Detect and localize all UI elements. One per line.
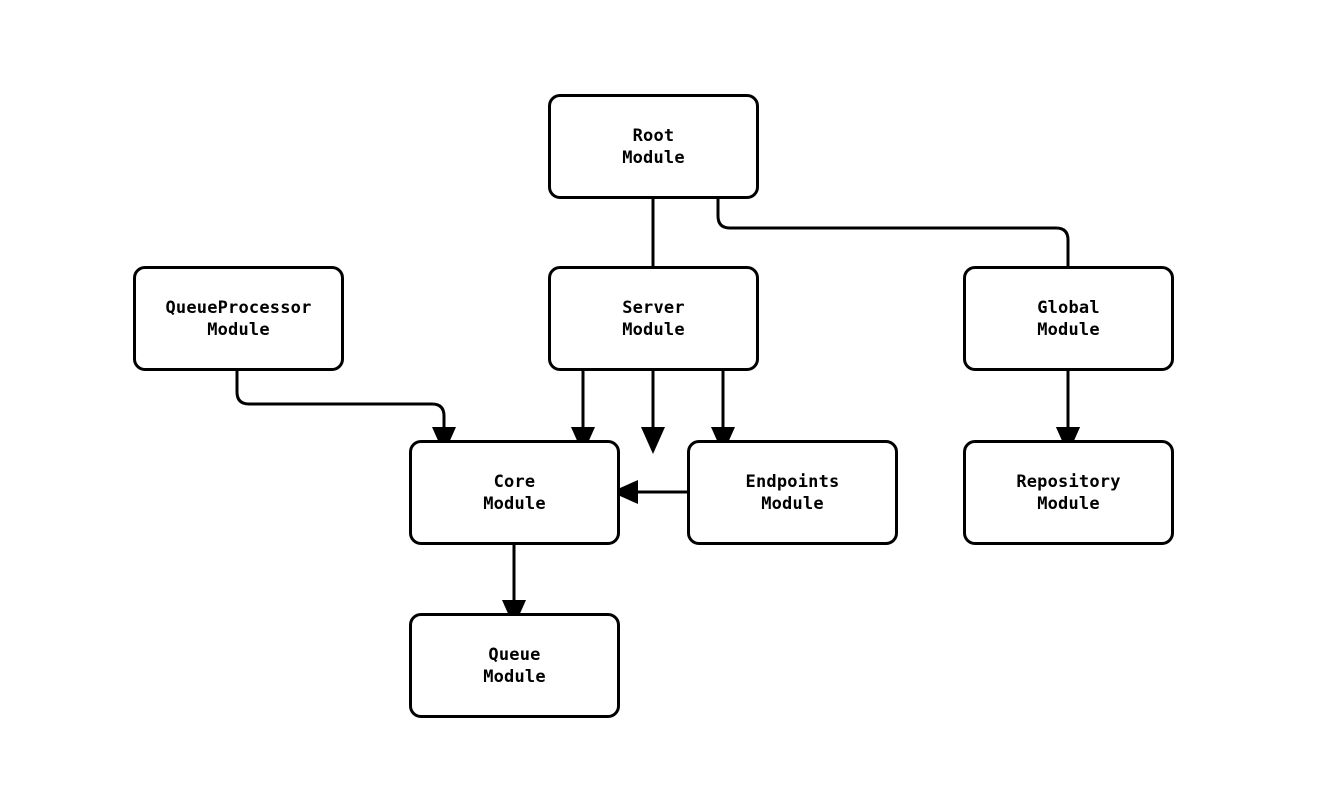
- node-root[interactable]: Root Module: [548, 94, 759, 199]
- node-label-root: Root Module: [622, 125, 685, 168]
- node-core[interactable]: Core Module: [409, 440, 620, 545]
- edge-queueprocessor-core: [235, 371, 456, 454]
- node-server[interactable]: Server Module: [548, 266, 759, 371]
- node-label-global: Global Module: [1037, 297, 1100, 340]
- node-label-core: Core Module: [483, 471, 546, 514]
- node-global[interactable]: Global Module: [963, 266, 1174, 371]
- node-queueprocessor[interactable]: QueueProcessor Module: [133, 266, 344, 371]
- node-queue[interactable]: Queue Module: [409, 613, 620, 718]
- node-repository[interactable]: Repository Module: [963, 440, 1174, 545]
- node-label-server: Server Module: [622, 297, 685, 340]
- node-endpoints[interactable]: Endpoints Module: [687, 440, 898, 545]
- node-label-endpoints: Endpoints Module: [745, 471, 840, 514]
- node-label-repository: Repository Module: [1016, 471, 1121, 514]
- node-label-queueprocessor: QueueProcessor Module: [165, 297, 312, 340]
- node-label-queue: Queue Module: [483, 644, 546, 687]
